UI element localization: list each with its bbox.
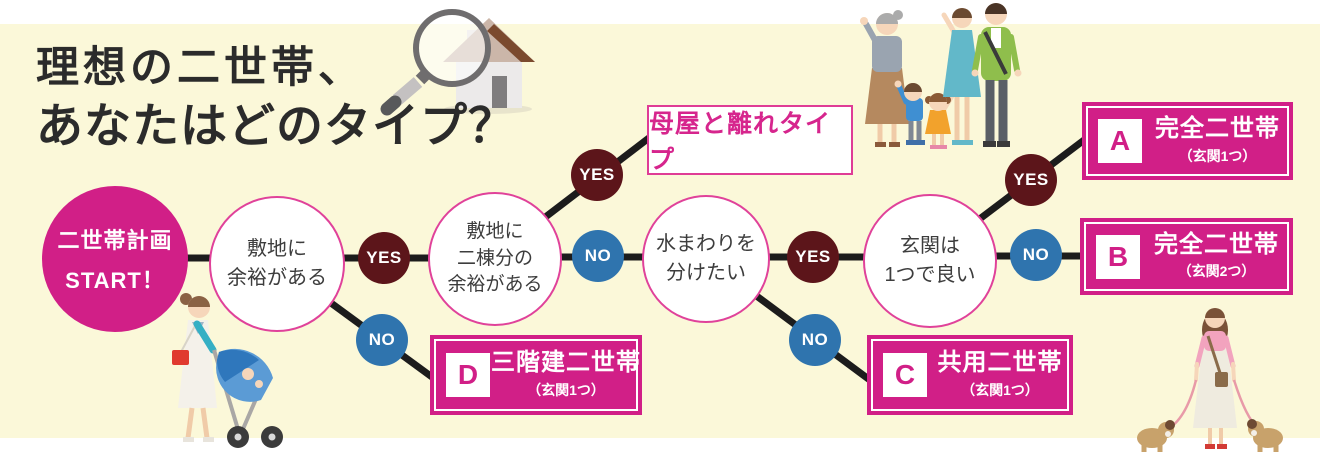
start-node: 二世帯計画 START！	[42, 186, 188, 332]
result-box-a: A 完全二世帯 （玄関1つ）	[1082, 102, 1293, 180]
start-node-line2: START！	[65, 268, 165, 293]
result-box-c: C 共用二世帯 （玄関1つ）	[867, 335, 1073, 415]
yes-badge-q2: YES	[571, 149, 623, 201]
result-d-title: 三階建二世帯	[491, 349, 641, 377]
result-hanare-title: 母屋と離れタイプ	[649, 110, 832, 174]
no-badge-q4: NO	[1010, 229, 1062, 281]
dog-walker-illustration	[1137, 308, 1283, 452]
result-c-subtitle: （玄関1つ）	[961, 381, 1039, 398]
start-node-line1: 二世帯計画	[57, 228, 173, 253]
page-title-line1: 理想の二世帯、	[36, 44, 365, 92]
question-node-one-entrance: 玄関は 1つで良い	[863, 194, 997, 328]
no-badge-q1: NO	[356, 314, 408, 366]
yes-badge-q3: YES	[787, 231, 839, 283]
page-title-line2: あなたはどのタイプ？	[36, 99, 516, 153]
result-b-title: 完全二世帯	[1154, 230, 1279, 258]
yes-badge-q4: YES	[1005, 154, 1057, 206]
result-box-b: B 完全二世帯 （玄関2つ）	[1080, 218, 1293, 295]
question-node-two-buildings: 敷地に 二棟分の 余裕がある	[428, 192, 562, 326]
no-badge-q2: NO	[572, 230, 624, 282]
page-title: 理想の二世帯、 あなたはどのタイプ？	[36, 44, 516, 153]
result-box-hanare: 母屋と離れタイプ	[647, 105, 853, 175]
result-letter-tile-b: B	[1096, 234, 1140, 279]
no-badge-q3: NO	[789, 314, 841, 366]
magnifier-house-icon	[380, 9, 535, 116]
result-a-title: 完全二世帯	[1155, 115, 1280, 143]
question-node-site-space: 敷地に 余裕がある	[209, 196, 345, 332]
result-letter-tile-d: D	[446, 353, 490, 397]
result-a-subtitle: （玄関1つ）	[1178, 147, 1257, 164]
stroller-mom-illustration	[172, 293, 283, 448]
question-node-separate-plumbing: 水まわりを 分けたい	[642, 195, 770, 323]
result-box-d: D 三階建二世帯 （玄関1つ）	[430, 335, 642, 415]
result-c-title: 共用二世帯	[937, 349, 1063, 377]
result-d-subtitle: （玄関1つ）	[527, 381, 605, 398]
family-illustration	[860, 3, 1022, 149]
result-letter-tile-a: A	[1098, 119, 1142, 163]
result-letter-tile-c: C	[883, 353, 927, 397]
yes-badge-q1: YES	[358, 232, 410, 284]
result-b-subtitle: （玄関2つ）	[1177, 263, 1256, 280]
